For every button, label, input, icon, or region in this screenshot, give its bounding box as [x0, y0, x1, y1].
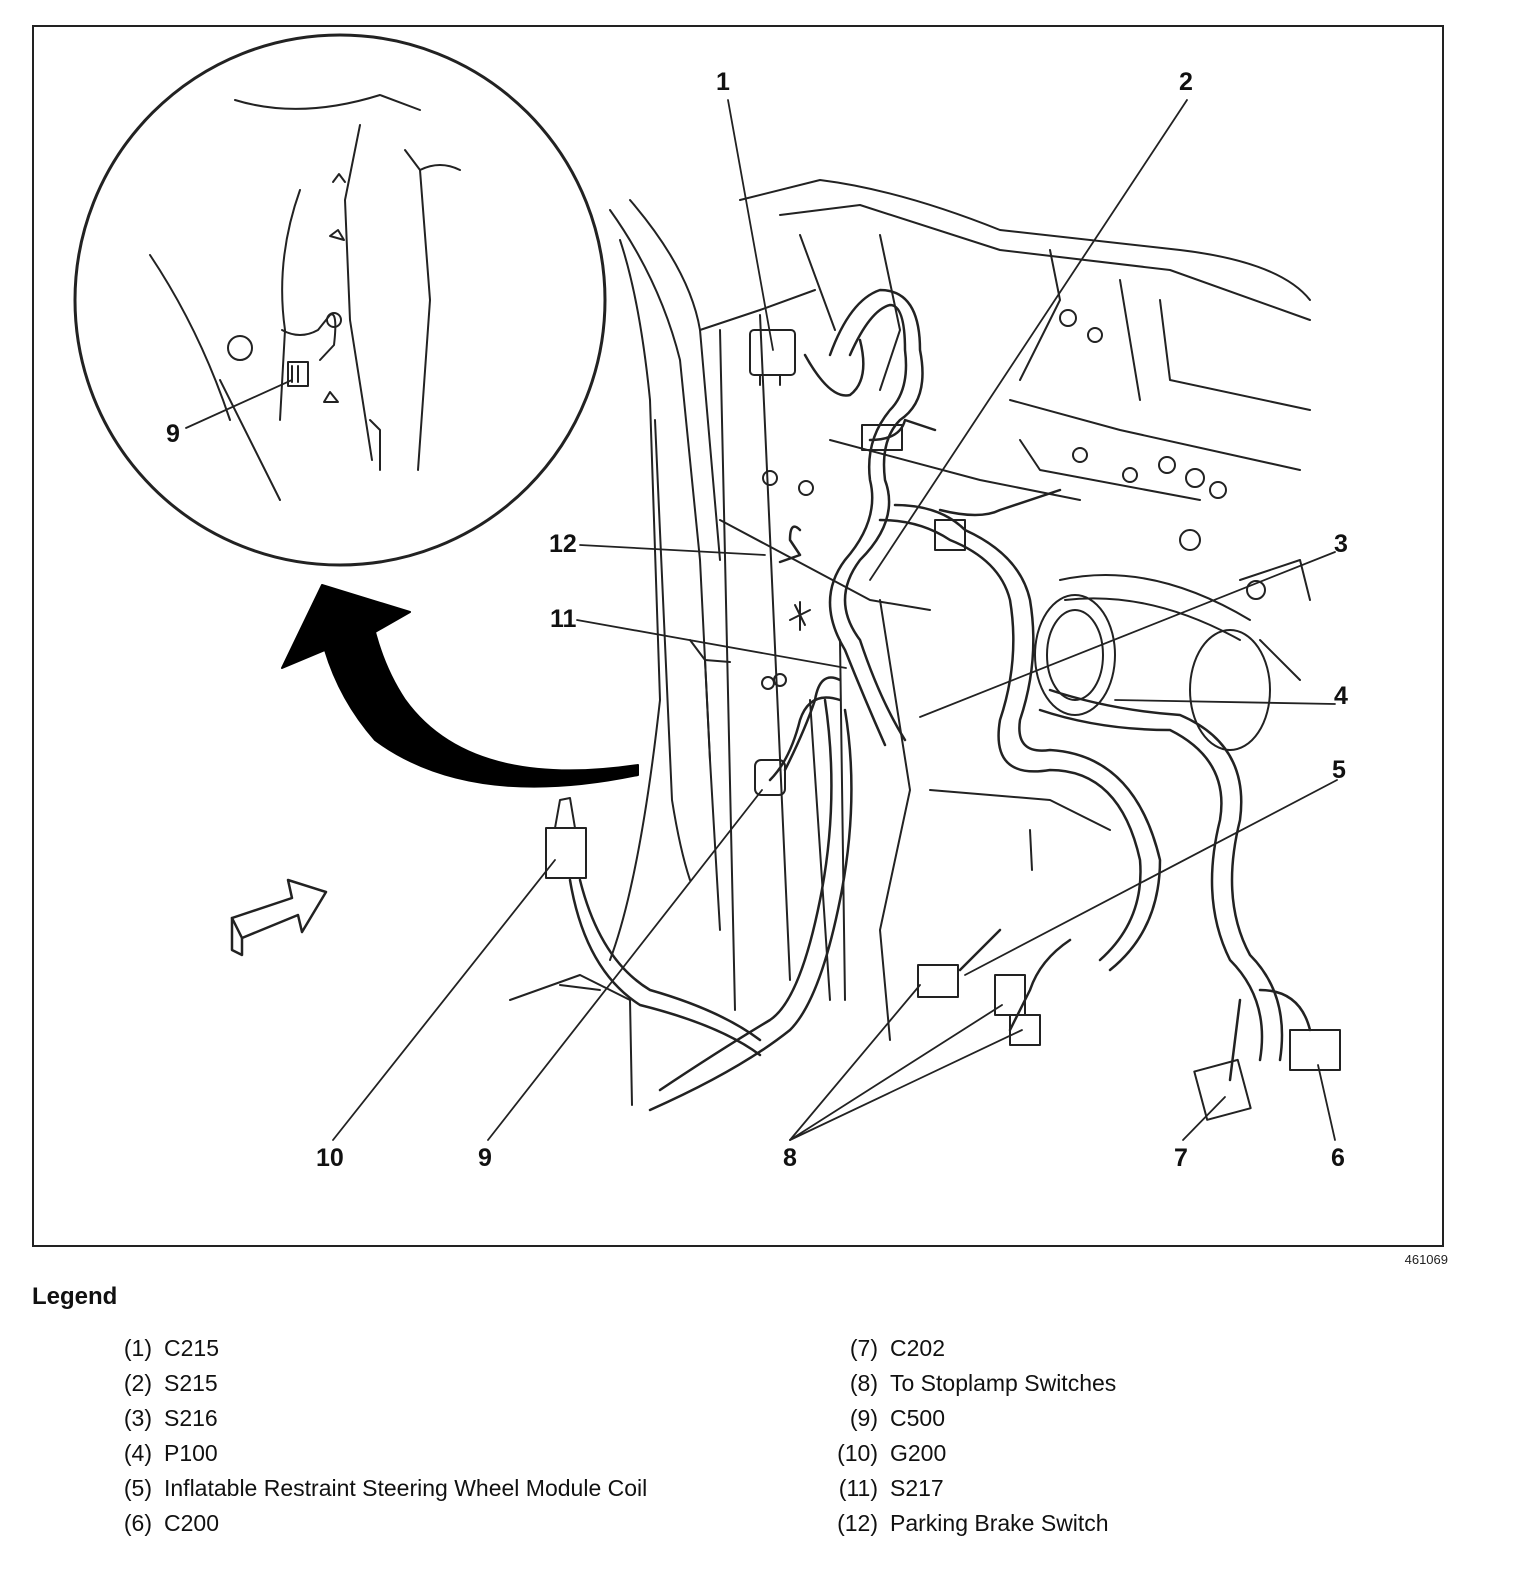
wiring-diagram-illustration: [73, 33, 1341, 1141]
legend-item: (5) Inflatable Restraint Steering Wheel …: [92, 1471, 712, 1506]
callout-11: 11: [550, 605, 577, 633]
zoom-arrow: [281, 584, 639, 788]
callout-2: 2: [1179, 68, 1193, 96]
legend-item-number: (3): [123, 1405, 152, 1431]
legend-item-number: (4): [123, 1440, 152, 1466]
legend-item-number: (2): [123, 1370, 152, 1396]
legend-item-label: S215: [164, 1370, 218, 1396]
diagram-frame: [32, 25, 1444, 1247]
wiring-harness: [568, 288, 1312, 1112]
callout-1: 1: [716, 68, 730, 96]
legend-item-label: S216: [164, 1405, 218, 1431]
legend-item-number: (1): [123, 1335, 152, 1361]
legend-item-label: Parking Brake Switch: [890, 1510, 1109, 1536]
legend-item-label: To Stoplamp Switches: [890, 1370, 1117, 1396]
legend-item-label: G200: [890, 1440, 947, 1466]
callout-4: 4: [1334, 682, 1348, 710]
legend-item-number: (11): [838, 1475, 878, 1501]
callout-9-inset: 9: [166, 420, 180, 448]
callout-5: 5: [1332, 756, 1346, 784]
legend-item: (10) G200: [818, 1436, 1438, 1471]
legend-item-number: (9): [849, 1405, 878, 1431]
legend-item-number: (7): [849, 1335, 878, 1361]
legend-item: (8) To Stoplamp Switches: [818, 1366, 1438, 1401]
legend-item-label: S217: [890, 1475, 944, 1501]
legend-item: (11) S217: [818, 1471, 1438, 1506]
legend-item-label: C215: [164, 1335, 219, 1361]
legend-column-left: (1) C215 (2) S215 (3) S216 (4) P100 (5) …: [92, 1331, 712, 1541]
horn-assembly: [1034, 574, 1271, 751]
legend-item-number: (6): [123, 1510, 152, 1536]
legend-item: (3) S216: [92, 1401, 712, 1436]
view-direction-arrow: [230, 878, 328, 940]
leader-lines: [185, 99, 1338, 1141]
legend-item-number: (12): [837, 1510, 878, 1536]
legend-item: (6) C200: [92, 1506, 712, 1541]
connectors: [545, 329, 1341, 1121]
legend-item: (1) C215: [92, 1331, 712, 1366]
legend-item: (4) P100: [92, 1436, 712, 1471]
legend-item-number: (8): [849, 1370, 878, 1396]
vehicle-body-structure: [509, 179, 1311, 1106]
callout-10: 10: [316, 1144, 344, 1172]
callout-9: 9: [478, 1144, 492, 1172]
figure-id: 461069: [1404, 1252, 1448, 1267]
detail-inset: [73, 33, 607, 567]
legend-item-number: (10): [837, 1440, 878, 1466]
legend-item: (9) C500: [818, 1401, 1438, 1436]
legend-title: Legend: [32, 1283, 118, 1310]
legend-item: (2) S215: [92, 1366, 712, 1401]
callout-3: 3: [1334, 530, 1348, 558]
legend-column-right: (7) C202 (8) To Stoplamp Switches (9) C5…: [818, 1331, 1438, 1541]
callout-6: 6: [1331, 1144, 1345, 1172]
callout-8: 8: [783, 1144, 797, 1172]
legend-item-number: (5): [123, 1475, 152, 1501]
legend-item-label: C200: [164, 1510, 219, 1536]
legend-item-label: C202: [890, 1335, 945, 1361]
legend-item-label: Inflatable Restraint Steering Wheel Modu…: [164, 1475, 648, 1501]
legend-item-label: P100: [164, 1440, 218, 1466]
callout-7: 7: [1174, 1144, 1188, 1172]
legend-item: (7) C202: [818, 1331, 1438, 1366]
legend-item: (12) Parking Brake Switch: [818, 1506, 1438, 1541]
legend-item-label: C500: [890, 1405, 945, 1431]
callout-12: 12: [549, 530, 577, 558]
